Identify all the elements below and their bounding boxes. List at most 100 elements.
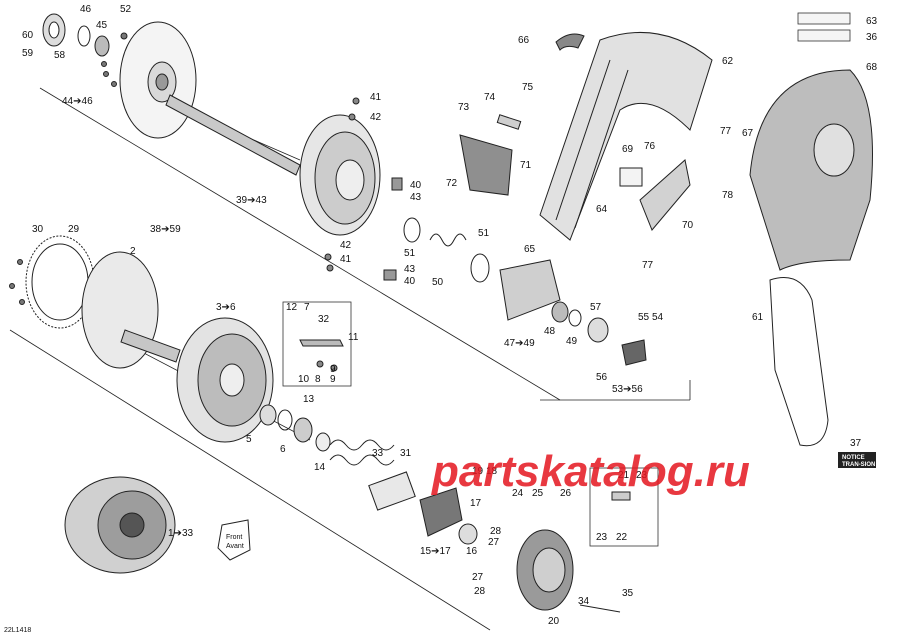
callout-label: 42 <box>370 112 382 123</box>
callout-label: 59 <box>22 48 34 59</box>
callout-label: 28 <box>474 586 486 597</box>
callout-label: 75 <box>522 82 534 93</box>
decal-swatches <box>797 12 851 42</box>
callout-label: 41 <box>340 254 352 265</box>
callout-label: 49 <box>566 336 578 347</box>
callout-label: 28 <box>490 526 502 537</box>
callout-label: 42 <box>340 240 352 251</box>
callout-label: 65 <box>524 244 536 255</box>
callout-label: 36 <box>866 32 878 43</box>
callout-label: 51 <box>404 248 416 259</box>
callout-label: 9 <box>330 374 336 385</box>
movable-sheave <box>81 251 181 369</box>
clutch-hub-lower <box>419 487 621 613</box>
callout-label: 45 <box>96 20 108 31</box>
callout-label: 66 <box>518 35 530 46</box>
subkit-box-gear <box>589 467 659 547</box>
callout-label: 77 <box>642 260 654 271</box>
callout-label: 8 <box>315 374 321 385</box>
callout-label: 71 <box>520 160 532 171</box>
callout-label: 11 <box>348 332 359 343</box>
callout-label: 15➔17 <box>420 546 451 557</box>
callout-label: 39➔43 <box>236 195 267 206</box>
callout-label: 37 <box>850 438 862 449</box>
callout-label: 22 <box>616 532 628 543</box>
callout-label: 52 <box>120 4 132 15</box>
callout-label: 72 <box>446 178 458 189</box>
callout-label: 13 <box>303 394 315 405</box>
spider-assembly <box>176 317 274 443</box>
callout-label: 31 <box>400 448 412 459</box>
callout-label: 44➔46 <box>62 96 93 107</box>
driven-pulley-upper <box>299 97 403 281</box>
callout-label: 2 <box>130 246 136 257</box>
callout-label: 43 <box>404 264 416 275</box>
callout-label: 21 <box>618 470 630 481</box>
front-arrow-label: Front <box>226 534 242 541</box>
callout-label: 62 <box>722 56 734 67</box>
callout-label: 53➔56 <box>612 384 643 395</box>
drawing-code: 22L1418 <box>4 627 31 634</box>
callout-label: 77 <box>720 126 732 137</box>
callout-label: 60 <box>22 30 34 41</box>
watermark: partskatalog.ru <box>431 447 750 496</box>
callout-label: 54 <box>652 312 664 323</box>
driven-ring-assembly <box>403 217 647 366</box>
callout-label: 24 <box>512 488 524 499</box>
callout-label: 41 <box>370 92 382 103</box>
belt-guard-frame <box>539 31 713 241</box>
drive-belt <box>769 277 829 447</box>
callout-label: 5 <box>246 434 252 445</box>
callout-label: 78 <box>722 190 734 201</box>
callout-label: 58 <box>54 50 66 61</box>
callout-label: 12 <box>286 302 298 313</box>
callout-label: 69 <box>622 144 634 155</box>
callout-label: 76 <box>644 141 656 152</box>
ring-gear <box>9 235 95 329</box>
callout-label: 35 <box>622 588 634 599</box>
notice-plate-line2: TRAN-SION <box>842 462 875 468</box>
washers-and-spring <box>259 404 416 511</box>
complete-drive-pulley <box>64 476 176 574</box>
callout-label: 3➔6 <box>216 302 236 313</box>
callout-label: 19 <box>472 466 484 477</box>
callout-label: 61 <box>752 312 764 323</box>
roller-arm-kit <box>282 301 352 387</box>
callout-label: 23 <box>636 470 648 481</box>
front-arrow-symbol: Front Avant <box>217 519 251 561</box>
callout-label: 1➔33 <box>168 528 194 539</box>
callout-label: 23 <box>596 532 608 543</box>
callout-label: 55 <box>638 312 650 323</box>
drive-pulley-fixed-half <box>119 21 301 176</box>
callout-label: 64 <box>596 204 608 215</box>
callout-label: 27 <box>488 537 500 548</box>
callout-label: 14 <box>314 462 326 473</box>
callout-label: 50 <box>432 277 444 288</box>
callout-label: 17 <box>470 498 482 509</box>
callout-label: 30 <box>32 224 44 235</box>
callout-label: 27 <box>472 572 484 583</box>
callout-label: 34 <box>578 596 590 607</box>
guard-bracket <box>459 114 522 196</box>
callout-label: 33 <box>372 448 384 459</box>
callout-label: 67 <box>742 128 754 139</box>
callout-label: 26 <box>560 488 572 499</box>
callout-label: 56 <box>596 372 608 383</box>
guard-cover <box>749 69 873 271</box>
seal-ring-set <box>42 13 128 87</box>
callout-label: 25 <box>532 488 544 499</box>
notice-plate-line1: NOTICE <box>842 455 865 461</box>
callout-label: 57 <box>590 302 602 313</box>
avant-arrow-label: Avant <box>226 543 244 550</box>
retainer-plate <box>619 159 691 231</box>
callout-label: 70 <box>682 220 694 231</box>
callout-label: 29 <box>68 224 80 235</box>
callout-label: 40 <box>404 276 416 287</box>
handle-grip <box>555 33 585 51</box>
callout-label: 40 <box>410 180 422 191</box>
callout-label: 48 <box>544 326 556 337</box>
notice-label-plate: NOTICE TRAN-SION <box>838 452 876 468</box>
callout-label: 32 <box>318 314 330 325</box>
